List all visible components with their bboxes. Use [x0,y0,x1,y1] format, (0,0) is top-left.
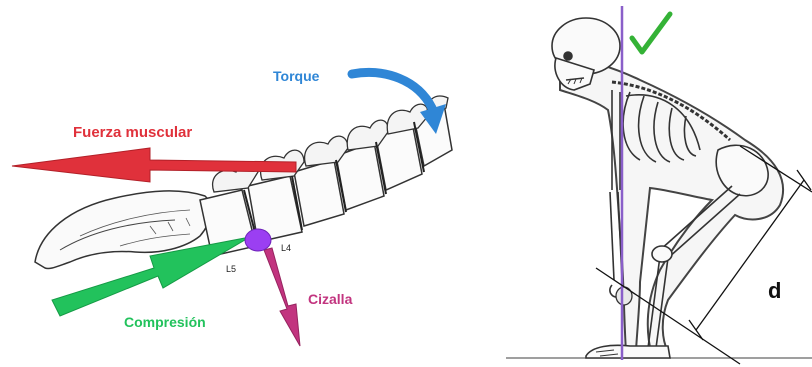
vertebra-l3 [294,160,344,226]
posture-panel: d [506,6,812,364]
fuerza-muscular-label: Fuerza muscular [73,124,192,141]
cizalla-arrow [264,248,300,346]
check-icon [632,14,670,52]
rotation-axis-dot [245,229,271,251]
torque-label: Torque [273,68,320,84]
compresion-label: Compresión [124,314,206,330]
vertebra-l5-label: L5 [226,264,236,274]
torque-arrow [352,72,432,108]
spine-panel: Fuerza muscular Torque Compresión Cizall… [12,68,452,346]
vertebra-l4-label: L4 [281,243,291,253]
cizalla-label: Cizalla [308,291,353,307]
distance-label: d [768,278,781,303]
